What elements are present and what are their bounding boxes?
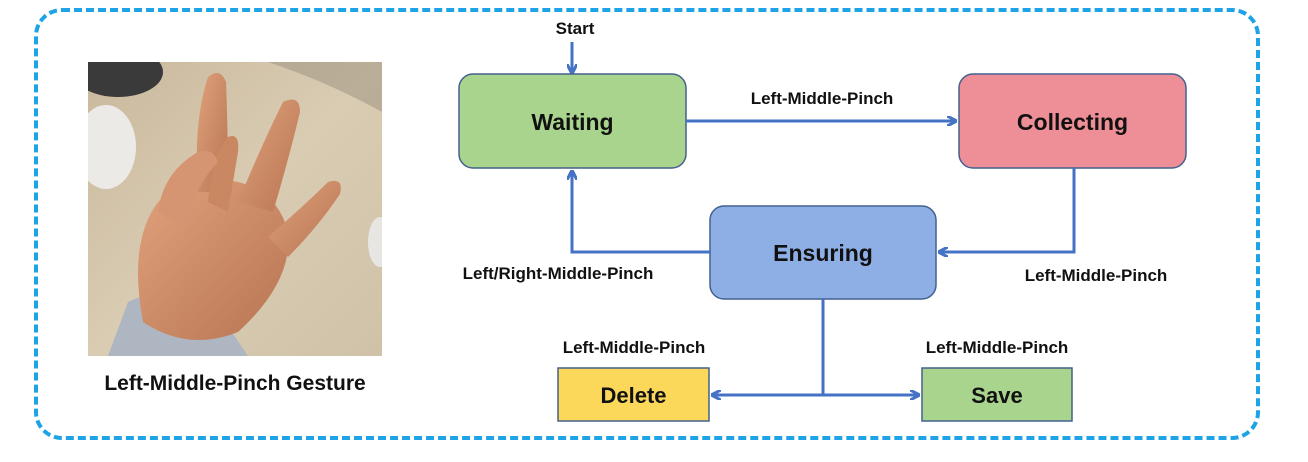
edge-collecting-to-ensuring [940,168,1076,252]
node-ensuring-label: Ensuring [773,240,873,266]
node-delete-label: Delete [600,383,666,408]
node-collecting: Collecting [958,73,1187,169]
edge-collecting-to-ensuring-label: Left-Middle-Pinch [1025,266,1168,285]
dashed-frame [34,8,1260,440]
node-save-label: Save [971,383,1022,408]
hand-gesture-photo [88,62,382,356]
node-delete: Delete [557,367,710,422]
edge-ensuring-to-delete-label: Left-Middle-Pinch [563,338,706,357]
gesture-caption: Left-Middle-Pinch Gesture [104,372,366,395]
node-waiting-label: Waiting [531,109,613,135]
node-waiting: Waiting [458,73,687,169]
start-label: Start [556,19,595,38]
node-save: Save [921,367,1073,422]
edge-ensuring-to-waiting-label: Left/Right-Middle-Pinch [463,264,654,283]
node-ensuring: Ensuring [709,205,937,300]
edge-ensuring-to-save-label: Left-Middle-Pinch [926,338,1069,357]
node-collecting-label: Collecting [1017,109,1128,135]
edge-waiting-to-collecting-label: Left-Middle-Pinch [751,89,894,108]
edge-ensuring-to-waiting [572,172,710,254]
